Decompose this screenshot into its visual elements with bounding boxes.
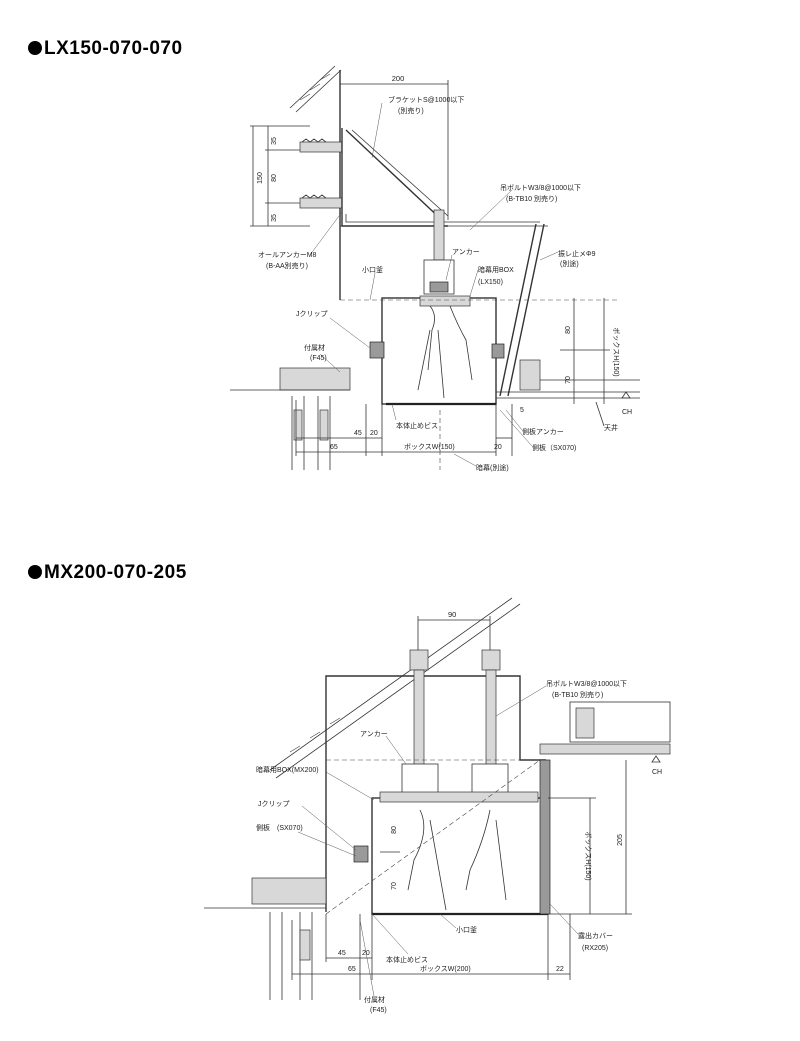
hanger-bolt xyxy=(423,209,455,295)
dim-205-label: 205 xyxy=(617,834,624,846)
dim-20b-label: 20 xyxy=(494,444,502,451)
box-label: 暗幕用BOX(MX200) xyxy=(256,765,319,774)
section-title-text: MX200-070-205 xyxy=(44,562,187,583)
j-clip-right xyxy=(491,343,505,359)
body-screw-label: 本体止めビス xyxy=(386,955,428,964)
right-ceiling xyxy=(539,701,671,755)
box-w-label: ボックスW(150) xyxy=(404,443,455,451)
bracket-label: ブラケットS@1000以下 xyxy=(388,95,464,104)
left-ceiling xyxy=(230,367,351,470)
ch-label: CH xyxy=(622,409,632,416)
dim-5-label: 5 xyxy=(520,407,524,414)
anchor-label: アンカー xyxy=(452,248,480,256)
section-title-text: LX150-070-070 xyxy=(44,38,183,59)
concrete-slab xyxy=(269,597,521,779)
section-title-mx200: MX200-070-205 xyxy=(28,562,187,584)
dim-65-label: 65 xyxy=(348,966,356,973)
hanger-bolt-label: 吊ボルトW3/8@1000以下 xyxy=(500,184,581,192)
side-anchor-label: 側板アンカー xyxy=(522,427,564,436)
anchor-label: アンカー xyxy=(360,730,388,738)
j-clip-label: Jクリップ xyxy=(296,310,328,318)
dim-45-label: 45 xyxy=(338,950,346,957)
bottom-dimensions: 45 20 65 ボックスW(200) 22 xyxy=(291,914,571,1000)
dimension-90: 90 xyxy=(417,610,491,650)
dim-70-label: 70 xyxy=(565,376,572,384)
brace-note-label: (別途) xyxy=(560,259,579,268)
bracket-note-label: (別売り) xyxy=(398,106,424,115)
dim-35b-label: 35 xyxy=(271,214,278,222)
ch-marker: CH xyxy=(621,391,632,416)
leaders xyxy=(309,102,559,467)
box-h-label: ボックスH(150) xyxy=(612,327,620,376)
bottom-dimensions: 45 20 65 ボックスW(150) 20 xyxy=(295,400,513,456)
small-edge-label: 小口釜 xyxy=(456,925,477,934)
right-dimensions: 80 70 ボックスH(150) 205 xyxy=(380,760,632,915)
j-clip-label: Jクリップ xyxy=(258,800,290,808)
dim-70-label: 70 xyxy=(391,882,398,890)
j-clip-left xyxy=(369,341,385,359)
dim-80-label: 80 xyxy=(271,174,278,182)
hanger-bolts xyxy=(401,649,509,795)
dim-90-label: 90 xyxy=(448,610,456,619)
curtains xyxy=(325,759,541,915)
brace-label: 振レ止メΦ9 xyxy=(558,249,596,258)
dim-22-label: 22 xyxy=(556,966,564,973)
mx200-section-drawing: 90 CH xyxy=(204,597,671,1014)
box-note-label: (LX150) xyxy=(478,279,503,286)
small-edge-label: 小口釜 xyxy=(362,265,383,274)
wall-anchors xyxy=(299,138,343,209)
accessory-note-label: (F45) xyxy=(370,1007,387,1014)
dim-80b-label: 80 xyxy=(565,326,572,334)
dim-35a-label: 35 xyxy=(271,137,278,145)
ch-label: CH xyxy=(652,769,662,776)
bullet-icon xyxy=(28,41,42,55)
right-dimensions: 80 70 ボックスH(150) xyxy=(560,298,620,404)
ceiling-label: 天井 xyxy=(604,423,618,432)
box-h-label: ボックスH(150) xyxy=(584,831,592,880)
exposed-cover-note-label: (RX205) xyxy=(582,945,608,952)
section-title-lx150: LX150-070-070 xyxy=(28,38,183,60)
curtain-label: 暗幕(別途) xyxy=(476,463,509,472)
sway-brace xyxy=(499,223,545,397)
accessory-label: 付属材 xyxy=(364,995,385,1004)
ceiling-leader xyxy=(595,401,605,427)
box-w-label: ボックスW(200) xyxy=(420,965,471,973)
side-plate-label: 側板（SX070) xyxy=(532,443,576,452)
all-anchor-label: オールアンカーM8 xyxy=(258,251,317,259)
dim-80-label: 80 xyxy=(391,826,398,834)
accessory-label: 付属材 xyxy=(304,343,325,352)
dim-150-label: 150 xyxy=(257,172,264,184)
curtain xyxy=(340,299,620,470)
j-clip xyxy=(353,845,369,863)
accessory-note-label: (F45) xyxy=(310,355,327,362)
hanger-bolt-note-label: (B-TB10 別売り) xyxy=(552,690,603,699)
exposed-cover-label: 露出カバー xyxy=(578,931,613,940)
bracket xyxy=(340,128,548,227)
dim-65-label: 65 xyxy=(330,444,338,451)
dim-45-label: 45 xyxy=(354,430,362,437)
ch-marker: CH xyxy=(651,755,662,776)
right-ceiling xyxy=(496,359,640,399)
vertical-dimensions: 35 80 35 150 xyxy=(250,125,310,227)
bullet-icon xyxy=(28,565,42,579)
all-anchor-note-label: (B-AA別売り) xyxy=(266,261,308,270)
hanger-bolt-label: 吊ボルトW3/8@1000以下 xyxy=(546,680,627,688)
box-body xyxy=(371,759,551,916)
box-body xyxy=(381,295,497,406)
lx150-section-drawing: 200 35 80 35 150 xyxy=(230,65,640,472)
dim-20a-label: 20 xyxy=(370,430,378,437)
hanger-bolt-note-label: (B-TB10 別売り) xyxy=(506,194,557,203)
box-label: 暗幕用BOX xyxy=(478,265,514,274)
leaders xyxy=(297,685,579,997)
dim-200-label: 200 xyxy=(392,74,405,83)
body-screw-label: 本体止めビス xyxy=(396,421,438,430)
side-plate-label: 側板 (SX070) xyxy=(256,823,303,832)
dimension-200: 200 xyxy=(340,74,449,220)
left-ceiling xyxy=(204,877,327,1000)
concrete-slab xyxy=(289,65,342,113)
